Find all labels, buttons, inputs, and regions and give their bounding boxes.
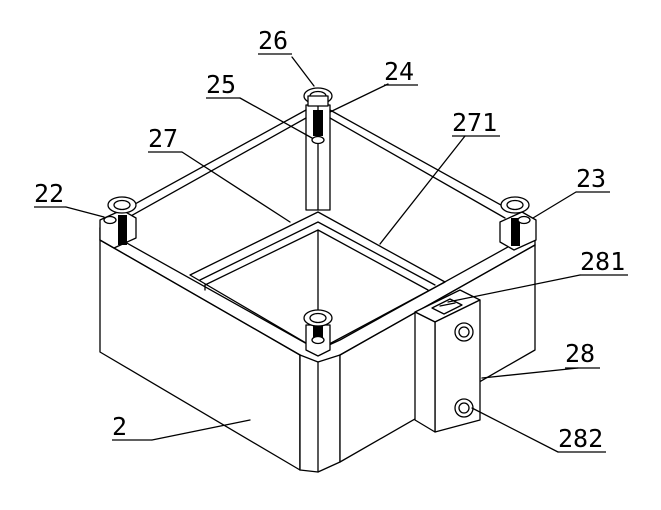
label-282: 282	[558, 424, 603, 453]
label-2: 2	[112, 412, 127, 441]
clamp-block-28	[414, 289, 481, 433]
label-24: 24	[384, 57, 414, 86]
right-post	[499, 196, 537, 251]
label-281: 281	[580, 247, 625, 276]
front-post	[303, 309, 333, 357]
label-28: 28	[565, 339, 595, 368]
label-23: 23	[576, 164, 606, 193]
leader-lines	[65, 56, 581, 453]
box-front-left-face	[99, 239, 301, 471]
back-post	[114, 87, 511, 223]
box-front-corner	[299, 354, 341, 473]
left-post	[99, 196, 137, 249]
label-22: 22	[34, 179, 64, 208]
label-25: 25	[206, 70, 236, 99]
label-26: 26	[258, 26, 288, 55]
labels: 26 24 25 271 27 22 23 281 28 2 282	[34, 26, 628, 453]
label-271: 271	[452, 108, 497, 137]
label-27: 27	[148, 124, 178, 153]
